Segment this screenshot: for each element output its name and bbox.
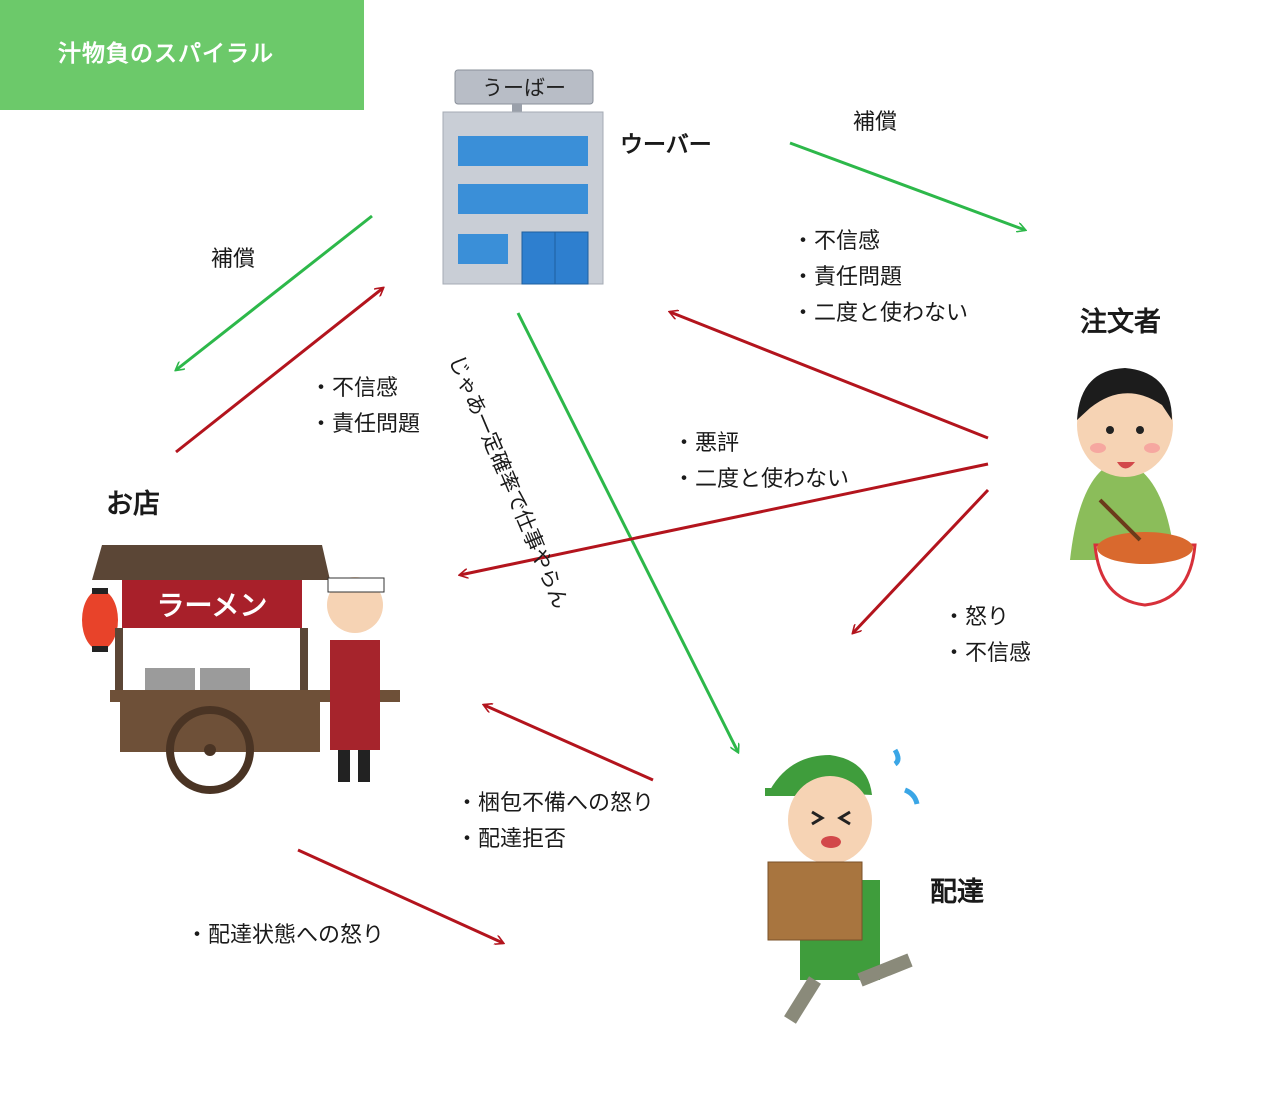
page-title: 汁物負のスパイラル <box>58 41 274 67</box>
arrow-delivery-to-shop <box>484 705 654 782</box>
note-uber-to-customer: 補償 <box>853 110 898 135</box>
note-line: ・配達拒否 <box>456 827 567 852</box>
note-line: ・責任問題 <box>792 265 903 290</box>
delivery-illustration <box>765 748 920 1024</box>
note-line: ・悪評 <box>673 431 740 456</box>
note-line: ・梱包不備への怒り <box>456 791 655 816</box>
note-line: ・二度と使わない <box>792 301 969 326</box>
building-sign: うーばー <box>482 76 566 100</box>
arrow-uber-to-shop <box>176 214 373 370</box>
note-customer-to-uber: ・不信感 ・責任問題 ・二度と使わない <box>792 224 968 332</box>
arrow-customer-to-uber <box>670 312 989 440</box>
note-shop-to-delivery: ・配達状態への怒り <box>186 923 385 948</box>
note-line: ・不信感 <box>792 229 881 254</box>
actor-label-customer: 注文者 <box>1080 307 1161 338</box>
customer-illustration <box>1070 368 1197 607</box>
note-shop-to-uber: ・不信感 ・責任問題 <box>310 371 420 443</box>
title-banner: 汁物負のスパイラル <box>0 0 364 110</box>
note-line: ・責任問題 <box>310 412 421 437</box>
arrow-shop-to-uber <box>175 288 383 454</box>
arrow-shop-to-delivery <box>297 848 503 943</box>
ramen-cart-illustration: ラーメン <box>82 545 400 794</box>
shop-sign: ラーメン <box>157 589 268 622</box>
note-line: ・不信感 <box>943 641 1032 666</box>
arrow-uber-to-delivery <box>516 312 738 752</box>
note-customer-to-delivery: ・怒り ・不信感 <box>943 600 1031 672</box>
note-delivery-to-shop: ・梱包不備への怒り ・配達拒否 <box>456 786 654 858</box>
note-customer-to-shop: ・悪評 ・二度と使わない <box>673 426 849 498</box>
uber-building-illustration: うーばー <box>442 69 604 285</box>
actor-label-uber: ウーバー <box>620 132 712 158</box>
note-uber-to-shop: 補償 <box>211 247 256 272</box>
arrow-customer-to-delivery <box>853 488 990 633</box>
actor-label-shop: お店 <box>106 489 160 520</box>
note-line: ・不信感 <box>310 376 399 401</box>
actor-label-delivery: 配達 <box>930 877 984 908</box>
note-line: ・二度と使わない <box>673 467 850 492</box>
arrow-uber-to-customer <box>789 141 1025 230</box>
arrow-customer-to-shop <box>460 462 989 575</box>
note-line: ・怒り <box>943 605 1010 630</box>
